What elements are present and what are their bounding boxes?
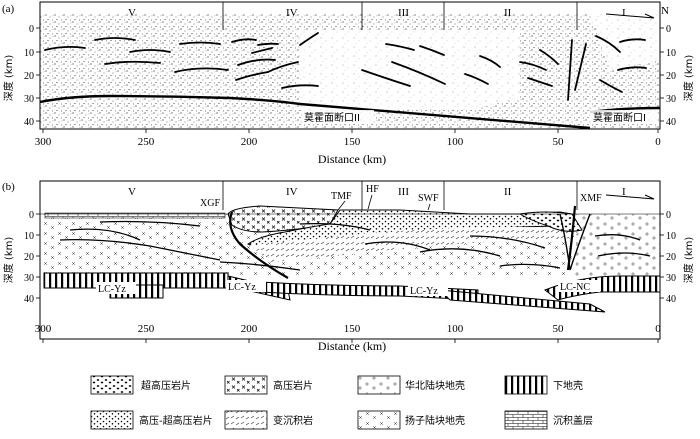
legend-item-lc: 下地壳 xyxy=(505,376,583,394)
x-tick-b-250: 250 xyxy=(138,323,155,335)
panel-a-y-axis-right: 0 10 20 30 40 深度 (km) xyxy=(660,24,695,128)
legend-item-uhp: 超高压岩片 xyxy=(91,376,191,394)
y-tick-a-right-20: 20 xyxy=(666,71,676,82)
y-tick-b-right-30: 30 xyxy=(666,273,676,284)
y-tick-a-left-0: 0 xyxy=(29,24,34,35)
y-tick-a-left-10: 10 xyxy=(24,48,34,59)
legend-item-sed: 沉积盖层 xyxy=(505,411,593,429)
x-tick-a-300: 300 xyxy=(35,136,52,148)
legend-label-sed: 沉积盖层 xyxy=(553,414,593,427)
moho-break-i-label: 莫霍面断口I xyxy=(593,111,646,124)
x-tick-b-200: 200 xyxy=(241,323,258,335)
y-tick-b-left-20: 20 xyxy=(24,252,34,263)
fault-label-xgf: XGF xyxy=(200,198,220,209)
x-tick-b-100: 100 xyxy=(447,323,464,335)
panel-a-y-axis-left: 0 10 20 30 40 深度 (km) xyxy=(2,24,40,128)
seismic-light-zone xyxy=(298,30,520,110)
y-tick-a-left-30: 30 xyxy=(24,94,34,105)
zone-label-b-v: V xyxy=(128,186,136,198)
y-tick-b-right-20: 20 xyxy=(666,252,676,263)
y-axis-label-b-left: 深度 (km) xyxy=(2,237,15,284)
legend-label-lc: 下地壳 xyxy=(553,379,583,392)
legend-swatch-meta xyxy=(225,411,267,429)
north-label-a: N xyxy=(661,5,669,17)
panel-a-label: (a) xyxy=(2,3,15,15)
legend-swatch-ycc xyxy=(358,411,400,429)
legend-item-ncc: 华北陆块地壳 xyxy=(358,376,465,394)
zone-label-a-iii: III xyxy=(398,7,409,19)
y-tick-b-left-40: 40 xyxy=(24,294,34,305)
y-tick-b-right-10: 10 xyxy=(666,231,676,242)
zone-label-a-i: I xyxy=(622,7,626,19)
unit-label-lc-yz-1: LC-Yz xyxy=(98,284,126,295)
y-tick-a-right-30: 30 xyxy=(666,94,676,105)
y-tick-b-left-0: 0 xyxy=(29,210,34,221)
legend-label-meta: 变沉积岩 xyxy=(273,414,313,427)
y-tick-b-left-30: 30 xyxy=(24,273,34,284)
x-tick-a-200: 200 xyxy=(241,136,258,148)
y-tick-b-right-40: 40 xyxy=(666,294,676,305)
zone-label-a-iv: IV xyxy=(286,7,298,19)
x-tick-b-0: 0 xyxy=(655,323,661,335)
legend-item-hp: 高压岩片 xyxy=(225,376,313,394)
x-tick-a-150: 150 xyxy=(344,136,361,148)
legend-swatch-lc xyxy=(505,376,547,394)
north-china-crust-region xyxy=(575,214,660,276)
x-tick-b-300: 300 xyxy=(35,323,52,335)
y-tick-b-left-10: 10 xyxy=(24,231,34,242)
panel-a-x-axis: 300 250 200 150 100 50 0 Distance (km) xyxy=(35,129,662,166)
y-tick-a-right-0: 0 xyxy=(666,24,671,35)
y-axis-label-b-right: 深度 (km) xyxy=(682,237,695,284)
x-tick-b-150: 150 xyxy=(344,323,361,335)
y-tick-a-left-20: 20 xyxy=(24,71,34,82)
moho-break-ii-label: 莫霍面断口II xyxy=(304,111,360,124)
x-axis-label-b: Distance (km) xyxy=(318,339,386,353)
x-tick-a-50: 50 xyxy=(553,136,565,148)
panel-b-y-axis-right: 0 10 20 30 40 深度 (km) xyxy=(660,210,695,305)
y-tick-b-right-0: 0 xyxy=(666,210,671,221)
legend-item-meta: 变沉积岩 xyxy=(225,411,313,429)
zone-label-a-v: V xyxy=(128,7,136,19)
panel-b-label: (b) xyxy=(2,181,15,193)
legend-swatch-sed xyxy=(505,411,547,429)
unit-label-lc-yz-2: LC-Yz xyxy=(228,282,256,293)
legend-swatch-hp xyxy=(225,376,267,394)
legend-label-hpuhp: 高压-超高压岩片 xyxy=(139,414,213,427)
legend-label-ycc: 扬子陆块地壳 xyxy=(405,414,465,427)
zone-label-b-iv: IV xyxy=(286,186,298,198)
x-tick-a-100: 100 xyxy=(447,136,464,148)
zone-label-b-iii: III xyxy=(398,186,409,198)
fault-label-tmf: TMF xyxy=(331,191,352,202)
panel-a: (a) V IV III II I N xyxy=(2,2,695,166)
x-tick-a-0: 0 xyxy=(655,136,661,148)
legend-swatch-ncc xyxy=(358,376,400,394)
legend-item-ycc: 扬子陆块地壳 xyxy=(358,411,465,429)
fault-label-hf: HF xyxy=(366,184,379,195)
y-tick-a-left-40: 40 xyxy=(24,117,34,128)
y-axis-label-a-right: 深度 (km) xyxy=(682,55,695,102)
y-axis-label-a-left: 深度 (km) xyxy=(2,55,15,102)
x-axis-label-a: Distance (km) xyxy=(318,152,386,166)
x-tick-a-250: 250 xyxy=(138,136,155,148)
y-tick-a-right-10: 10 xyxy=(666,48,676,59)
fault-label-swf: SWF xyxy=(418,193,439,204)
unit-label-lc-yz-3: LC-Yz xyxy=(410,286,438,297)
panel-b: (b) xyxy=(2,181,695,353)
zone-label-b-ii: II xyxy=(504,186,512,198)
legend-swatch-hpuhp xyxy=(91,411,133,429)
x-tick-b-50: 50 xyxy=(553,323,565,335)
legend-swatch-uhp xyxy=(91,376,133,394)
legend: 超高压岩片 高压岩片 华北陆块地壳 下地壳 高压-超高压岩片 变沉积岩 扬子陆块… xyxy=(91,376,593,429)
legend-label-ncc: 华北陆块地壳 xyxy=(405,379,465,392)
zone-label-a-ii: II xyxy=(504,7,512,19)
y-tick-a-right-40: 40 xyxy=(666,117,676,128)
legend-label-uhp: 超高压岩片 xyxy=(141,379,191,392)
fault-label-xmf: XMF xyxy=(580,193,602,204)
legend-item-hpuhp: 高压-超高压岩片 xyxy=(91,411,213,429)
panel-b-y-axis-left: 0 10 20 30 40 深度 (km) xyxy=(2,210,40,305)
legend-label-hp: 高压岩片 xyxy=(273,379,313,392)
unit-label-lc-nc: LC-NC xyxy=(560,282,590,293)
